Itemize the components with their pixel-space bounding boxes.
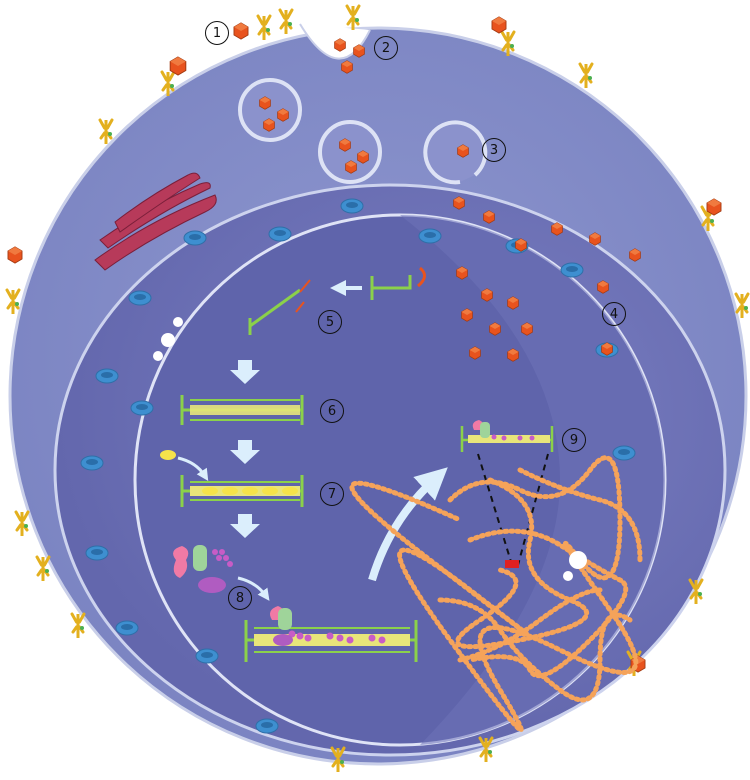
transcription-complex — [244, 606, 418, 662]
nucleolus-dot-2 — [563, 571, 573, 581]
step-label-7: 7 — [320, 482, 344, 506]
complex-9 — [460, 420, 554, 566]
chromatin — [349, 455, 643, 733]
step-label-6: 6 — [320, 399, 344, 423]
endosome-1 — [238, 78, 302, 142]
down-arrows — [230, 360, 260, 538]
dsdna-7 — [160, 450, 304, 507]
golgi-apparatus — [94, 172, 217, 271]
step-label-1: 1 — [205, 21, 229, 45]
step-label-5: 5 — [318, 310, 342, 334]
nucleolus-dot — [569, 551, 587, 569]
step-label-2: 2 — [374, 36, 398, 60]
dsdna-6 — [180, 395, 304, 425]
dots — [153, 317, 183, 361]
endosome-2 — [318, 120, 382, 184]
integration-site — [505, 560, 519, 568]
arrow-to-9 — [368, 467, 448, 582]
host-factors — [173, 545, 270, 601]
uncoating-genome — [248, 266, 426, 335]
step-label-4: 4 — [602, 302, 626, 326]
step-label-8: 8 — [228, 586, 252, 610]
endosome-3 — [423, 120, 488, 185]
step-label-3: 3 — [482, 138, 506, 162]
step-label-9: 9 — [562, 428, 586, 452]
